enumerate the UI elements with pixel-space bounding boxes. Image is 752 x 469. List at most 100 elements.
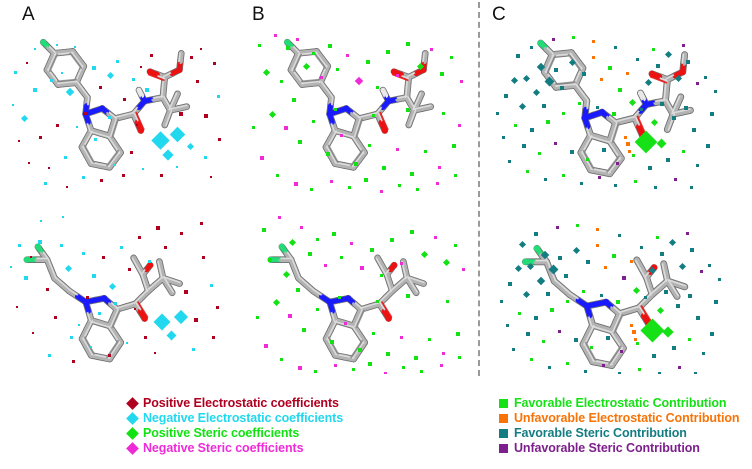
contour-blob [296,288,300,292]
contour-blob [430,48,433,51]
contour-blob [672,346,676,350]
contour-blob [694,372,697,374]
contour-blob [550,308,554,312]
contour-blob [686,60,690,64]
contour-blob [606,336,610,340]
legend-label: Positive Electrostatic coefficients [143,396,339,410]
contour-blob [674,178,677,181]
contour-blob [50,79,53,82]
contour-blob [546,120,550,124]
diamond-swatch-icon [126,412,139,425]
contour-blob [452,144,456,148]
panel-label-c: C [492,4,506,25]
contour-blob [396,148,399,151]
contour-blob [180,232,183,235]
atom-n [385,98,392,105]
contour-blob [354,162,358,166]
contour-blob [48,354,51,357]
contour-blob [213,62,216,65]
contour-blob [406,42,410,46]
contour-blob [108,354,111,357]
contour-blob [217,95,220,98]
atom-o [137,127,144,134]
square-swatch-icon [499,429,508,438]
molecule-structure [537,39,694,178]
contour-blob [358,348,362,352]
atom-o [648,70,656,78]
contour-blob [450,56,453,59]
contour-blob [320,76,323,79]
contour-blob [542,340,545,343]
contour-blob [604,266,607,269]
contour-blob [572,36,575,39]
contour-blob [548,366,551,369]
contour-blob [56,124,59,127]
contour-blob [690,186,693,189]
contour-blob [526,332,530,336]
molecule-view-a-bottom [4,196,240,374]
legend-item: Favorable Steric Contribution [499,426,739,441]
contour-blob [44,182,47,185]
contour-blob [32,332,34,334]
contour-blob [644,296,647,299]
contour-blob [596,106,599,109]
contour-blob [134,308,136,310]
contour-blob [292,98,296,102]
contour-blob [284,126,288,130]
contour-blob [128,268,131,271]
contour-blob [600,78,603,81]
contour-blob [370,248,374,252]
contour-blob [508,282,512,286]
contour-blob [534,316,538,320]
contour-blob [94,138,97,141]
contour-blob [696,316,700,320]
contour-blob [12,104,14,106]
contour-blob [440,364,443,367]
contour-blob [400,336,403,339]
contour-blob [196,80,199,83]
contour-blob [700,270,703,273]
legend-label: Positive Steric coefficients [143,426,300,440]
contour-blob [278,216,281,219]
contour-blob [656,236,659,239]
legend-label: Favorable Steric Contribution [514,426,687,440]
contour-blob [530,46,533,49]
contour-blob [76,126,78,128]
contour-blob [398,184,401,187]
contour-blob [316,308,319,311]
panel-divider [478,2,480,376]
contour-blob [56,44,58,46]
molecule-view-b-top [246,16,478,194]
contour-blob [145,88,149,92]
contour-blob [108,116,111,119]
contour-blob [60,244,63,247]
contour-blob [592,40,595,43]
contour-blob [502,136,505,139]
contour-blob [364,178,368,182]
contour-blob [386,352,390,356]
contour-blob [628,150,631,153]
contour-blob [652,48,655,51]
contour-blob [156,226,160,230]
contour-blob [274,34,277,37]
contour-blob [656,64,660,68]
contour-blob [148,260,151,263]
contour-blob [688,338,691,341]
contour-blob [438,166,441,169]
contour-blob [288,314,292,318]
contour-blob [602,364,605,367]
contour-blob [616,162,619,165]
contour-blob [460,80,463,83]
contour-blob [386,50,390,54]
molecule-view-b-bottom [246,196,478,374]
legend-label: Negative Electrostatic coefficients [143,411,344,425]
contour-blob [302,328,306,332]
contour-blob [372,114,375,117]
contour-blob [382,166,386,170]
contour-blob [314,370,317,373]
contour-blob [696,82,699,85]
atom-o [381,127,388,134]
contour-blob [360,266,364,270]
contour-blob [92,274,96,278]
